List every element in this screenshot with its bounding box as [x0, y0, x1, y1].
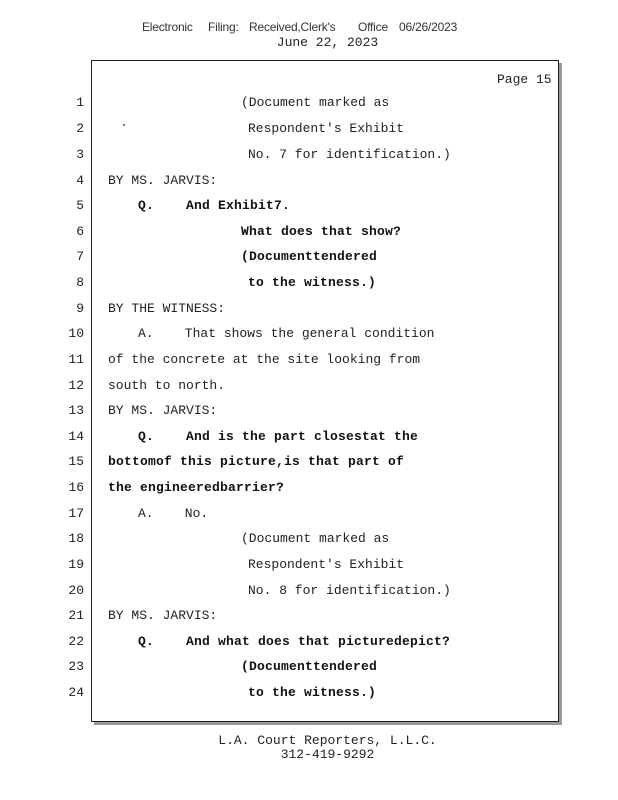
stray-mark — [123, 124, 125, 126]
line-number: 12 — [68, 378, 84, 393]
transcript-line: (Documenttendered — [241, 249, 378, 264]
transcript-line: of the concrete at the site looking from — [108, 352, 421, 367]
line-number: 10 — [68, 326, 84, 341]
transcript-line: What does that show? — [241, 224, 402, 239]
line-number: 3 — [76, 147, 84, 162]
line-number: 4 — [76, 173, 84, 188]
line-number: 11 — [68, 352, 84, 367]
line-number: 16 — [68, 480, 84, 495]
footer-phone: 312-419-9292 — [280, 747, 375, 762]
line-number: 19 — [68, 557, 84, 572]
footer-company: L.A. Court Reporters, L.L.C. — [218, 733, 437, 748]
line-number: 13 — [68, 403, 84, 418]
transcript-line: No. 8 for identification.) — [248, 583, 451, 598]
line-number: 24 — [68, 685, 84, 700]
line-number: 6 — [76, 224, 84, 239]
transcript-line: (Document marked as — [241, 95, 390, 110]
transcript-line: BY MS. JARVIS: — [108, 608, 218, 623]
transcript-line: the engineeredbarrier? — [108, 480, 285, 495]
line-number: 2 — [76, 121, 84, 136]
line-number: 18 — [68, 531, 84, 546]
transcript-line: BY MS. JARVIS: — [108, 173, 218, 188]
stamp-electronic: Electronic — [142, 20, 193, 34]
stamp-filing: Filing: — [208, 20, 239, 34]
line-number: 20 — [68, 583, 84, 598]
line-number: 15 — [68, 454, 84, 469]
transcript-line: bottomof this picture,is that part of — [108, 454, 405, 469]
line-number: 23 — [68, 659, 84, 674]
stamp-date: 06/26/2023 — [399, 20, 458, 34]
transcript-line: A. That shows the general condition — [138, 326, 435, 341]
stamp-office: Office — [358, 20, 388, 34]
page-label: Page 15 — [497, 72, 552, 87]
line-number: 8 — [76, 275, 84, 290]
transcript-line: Respondent's Exhibit — [248, 557, 405, 572]
transcript-line: (Document marked as — [241, 531, 390, 546]
line-number: 5 — [76, 198, 84, 213]
transcript-line: A. No. — [138, 506, 209, 521]
transcript-line: (Documenttendered — [241, 659, 378, 674]
transcript-line: BY MS. JARVIS: — [108, 403, 218, 418]
transcript-line: Q. And Exhibit7. — [138, 198, 291, 213]
header-date: June 22, 2023 — [276, 35, 379, 50]
transcript-frame — [91, 60, 559, 722]
line-number: 22 — [68, 634, 84, 649]
filing-stamp: Electronic Filing: Received,Clerk's Offi… — [142, 20, 462, 36]
line-number: 9 — [76, 301, 84, 316]
transcript-line: Q. And is the part closestat the — [138, 429, 419, 444]
transcript-line: No. 7 for identification.) — [248, 147, 451, 162]
transcript-line: Respondent's Exhibit — [248, 121, 405, 136]
transcript-line: BY THE WITNESS: — [108, 301, 226, 316]
line-number: 21 — [68, 608, 84, 623]
transcript-line: south to north. — [108, 378, 226, 393]
line-number: 7 — [76, 249, 84, 264]
line-number: 1 — [76, 95, 84, 110]
transcript-line: Q. And what does that picturedepict? — [138, 634, 451, 649]
line-number: 14 — [68, 429, 84, 444]
line-number: 17 — [68, 506, 84, 521]
transcript-line: to the witness.) — [248, 275, 377, 290]
stamp-received: Received,Clerk's — [249, 20, 336, 34]
transcript-line: to the witness.) — [248, 685, 377, 700]
